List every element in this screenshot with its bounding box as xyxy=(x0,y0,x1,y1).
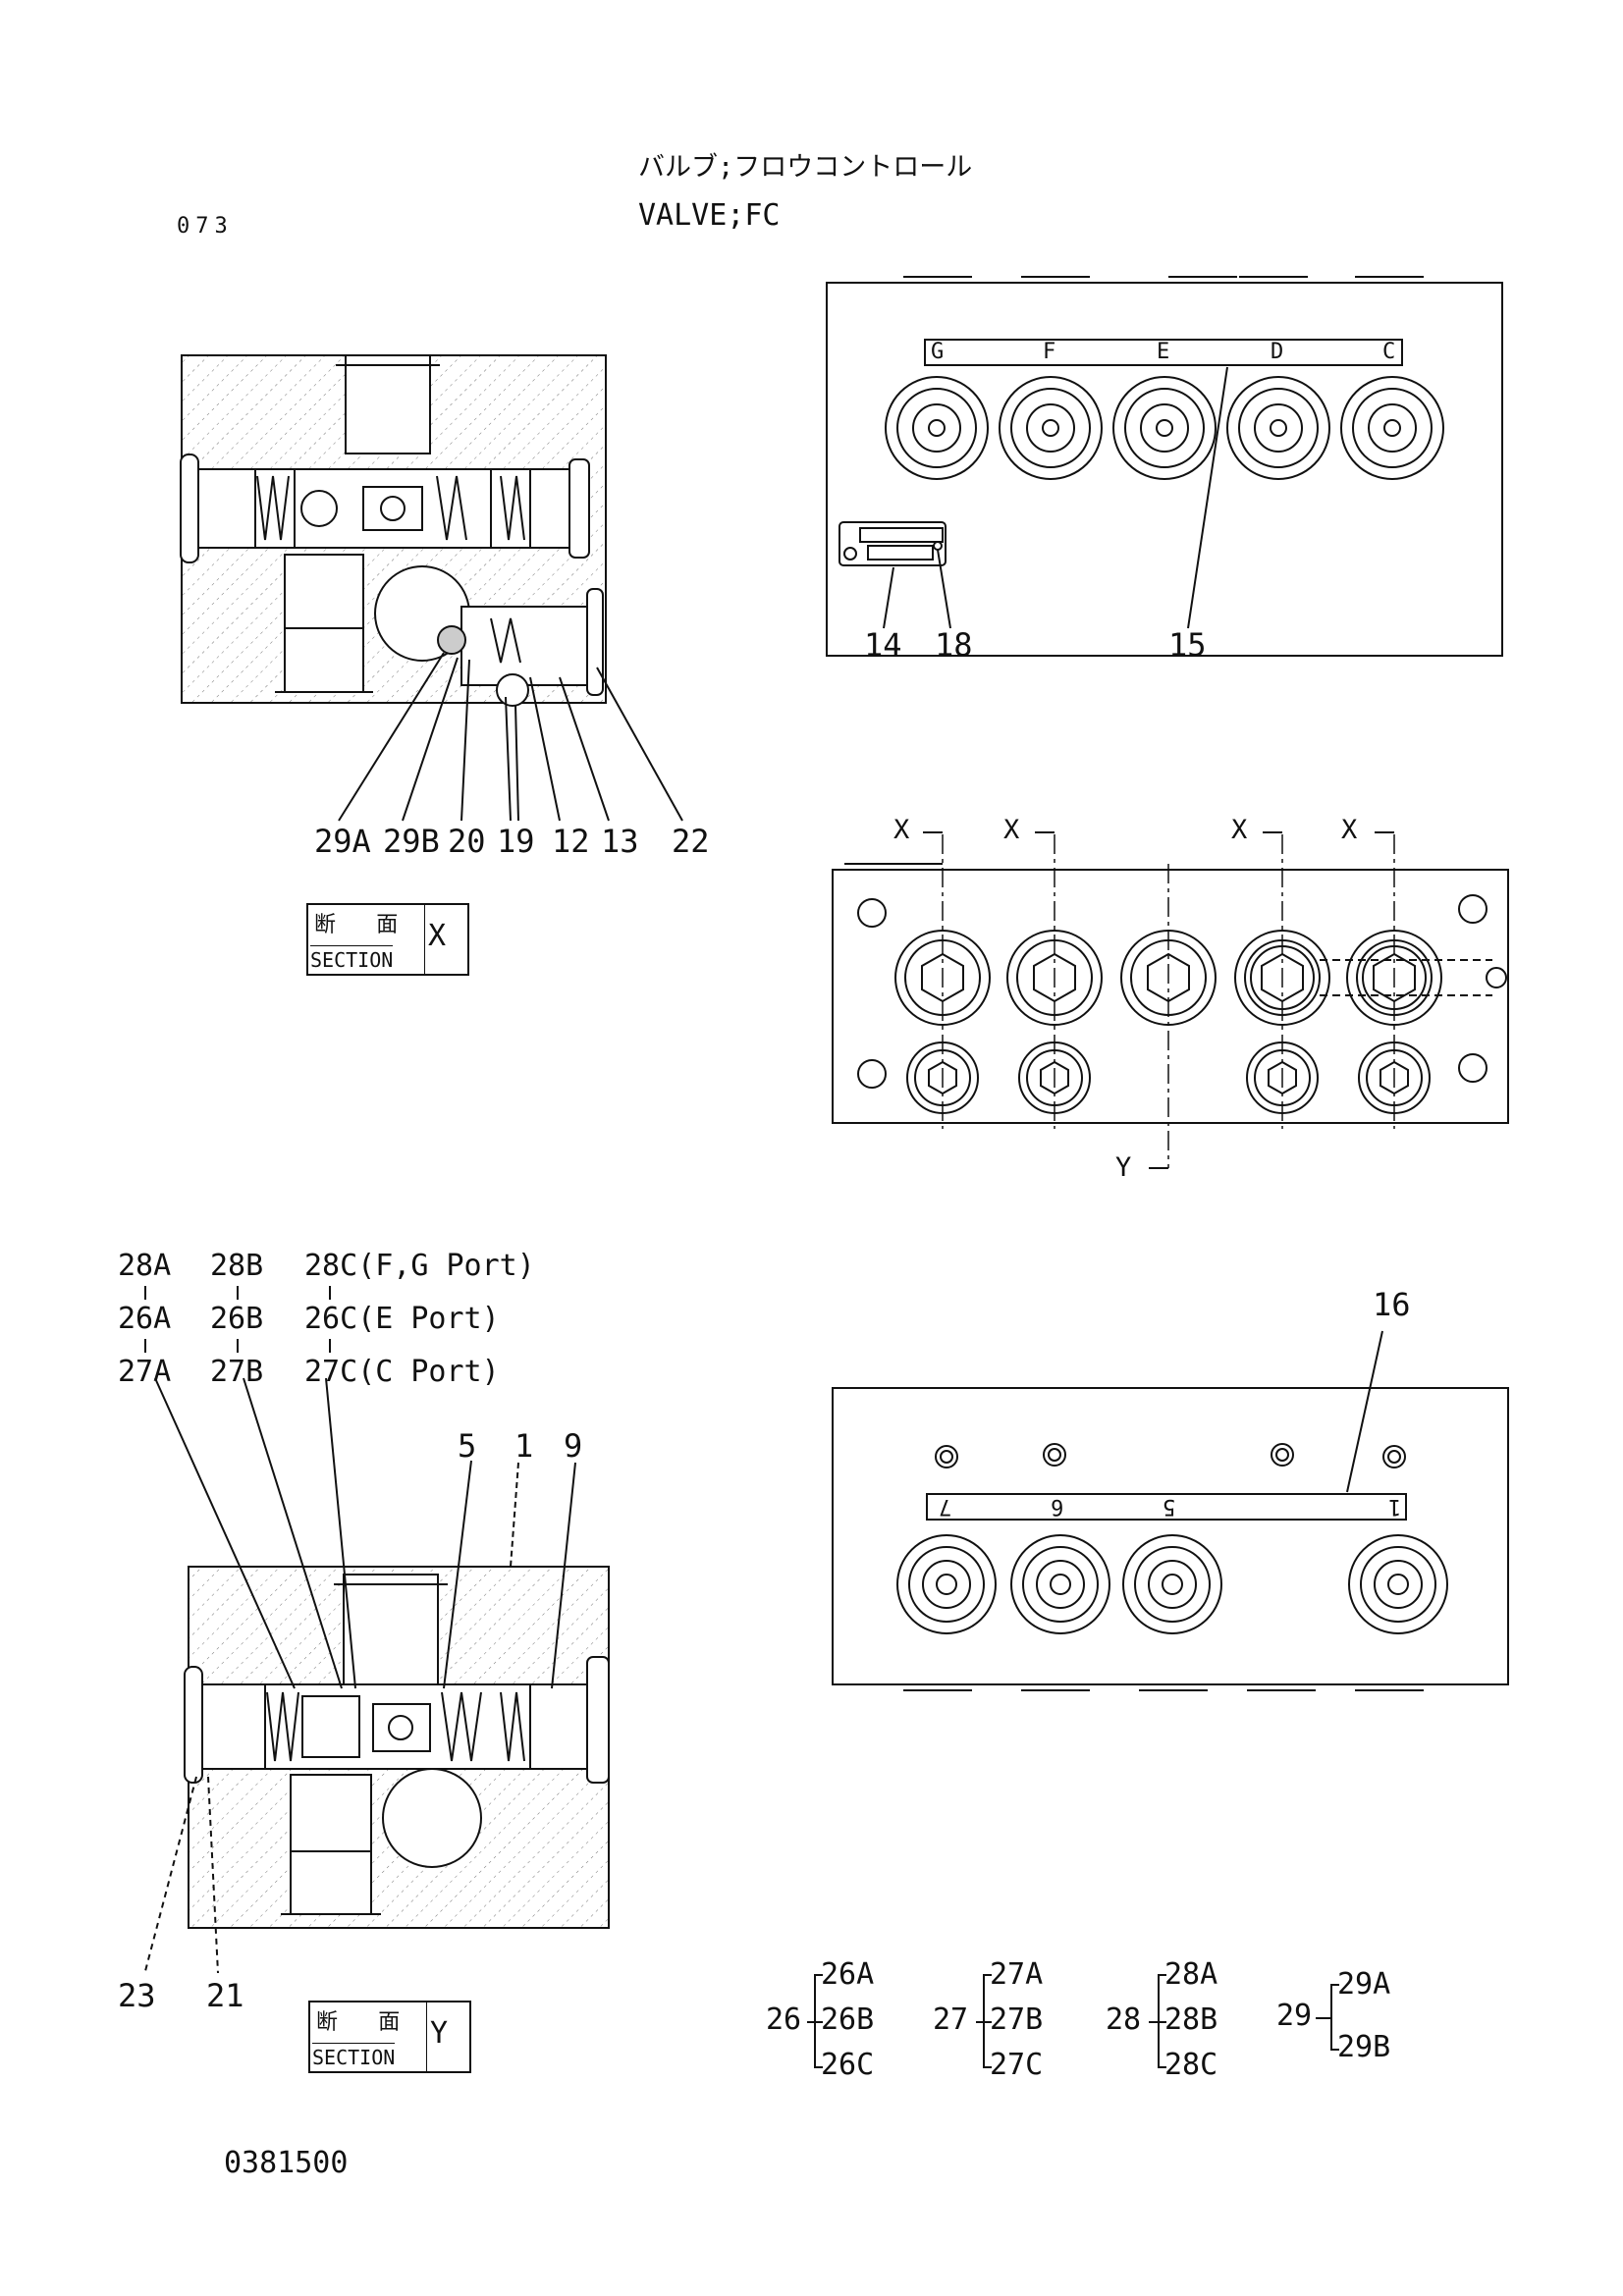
bottom-port-5 xyxy=(1122,1534,1222,1634)
callout-20: 20 xyxy=(448,823,486,860)
callout-13: 13 xyxy=(601,823,639,860)
section-x-divider xyxy=(424,905,425,974)
section-y-letter: Y xyxy=(429,2016,448,2051)
label-26b: 26B xyxy=(210,1302,264,1336)
legend-26b: 26B xyxy=(821,2002,875,2037)
top-port-g xyxy=(885,376,989,480)
bottom-port-6 xyxy=(1010,1534,1110,1634)
bottom-view-plate xyxy=(832,1330,1509,1691)
callout-12: 12 xyxy=(552,823,590,860)
legend-26c: 26C xyxy=(821,2048,875,2082)
top-port-e xyxy=(1112,376,1217,480)
port-label-f: F xyxy=(1043,340,1056,364)
callout-29a: 29A xyxy=(314,823,371,860)
top-view-plate xyxy=(826,276,1503,657)
legend-parent-26: 26 xyxy=(766,2002,802,2037)
legend-28c: 28C xyxy=(1164,2048,1218,2082)
label-27b: 27B xyxy=(210,1355,264,1389)
callout-19: 19 xyxy=(497,823,535,860)
section-mark-x-4: X xyxy=(1341,815,1358,845)
title-english: VALVE;FC xyxy=(638,198,781,233)
callout-18: 18 xyxy=(935,626,973,664)
legend-29a: 29A xyxy=(1337,1967,1391,2002)
section-x-kanji: 断 面 xyxy=(314,913,412,937)
drawing-number: 0381500 xyxy=(224,2146,349,2180)
section-y-divider xyxy=(426,2002,427,2071)
section-x-label: 断 面 SECTION X xyxy=(306,903,469,976)
legend-28a: 28A xyxy=(1164,1957,1218,1992)
callout-21: 21 xyxy=(206,1977,244,2014)
label-28a: 28A xyxy=(118,1249,172,1283)
callout-9: 9 xyxy=(564,1427,583,1465)
legend-29b: 29B xyxy=(1337,2030,1391,2064)
top-port-d xyxy=(1226,376,1330,480)
page-code: 073 xyxy=(177,214,234,239)
section-y-drawing xyxy=(144,1286,610,1974)
port-label-strip xyxy=(924,339,1403,366)
label-26c: 26C(E Port) xyxy=(304,1302,500,1336)
port-label-g: G xyxy=(931,340,945,364)
legend-27a: 27A xyxy=(990,1957,1044,1992)
number-label-1: 1 xyxy=(1388,1494,1402,1519)
section-y-word: SECTION xyxy=(312,2043,396,2069)
number-label-6: 6 xyxy=(1051,1494,1064,1519)
section-mark-x-1: X xyxy=(893,815,910,845)
number-label-5: 5 xyxy=(1163,1494,1176,1519)
top-port-f xyxy=(999,376,1103,480)
callout-22: 22 xyxy=(672,823,710,860)
section-mark-y: Y xyxy=(1115,1152,1132,1183)
legend-parent-29: 29 xyxy=(1276,1999,1313,2033)
section-mark-x-3: X xyxy=(1231,815,1248,845)
label-27c: 27C(C Port) xyxy=(304,1355,500,1389)
legend-27c: 27C xyxy=(990,2048,1044,2082)
middle-view-plate xyxy=(832,831,1509,1169)
label-26a: 26A xyxy=(118,1302,172,1336)
section-y-kanji: 断 面 xyxy=(316,2010,414,2035)
nameplate xyxy=(839,521,947,566)
legend-26a: 26A xyxy=(821,1957,875,1992)
legend-27b: 27B xyxy=(990,2002,1044,2037)
legend-parent-28: 28 xyxy=(1106,2002,1142,2037)
number-label-7: 7 xyxy=(939,1494,952,1519)
number-label-strip xyxy=(926,1493,1407,1521)
top-port-c xyxy=(1340,376,1444,480)
section-x-letter: X xyxy=(427,919,446,953)
callout-23: 23 xyxy=(118,1977,156,2014)
callout-15: 15 xyxy=(1168,626,1207,664)
label-27a: 27A xyxy=(118,1355,172,1389)
label-28c: 28C(F,G Port) xyxy=(304,1249,535,1283)
port-label-e: E xyxy=(1157,340,1170,364)
section-x-drawing xyxy=(180,354,683,822)
section-mark-x-2: X xyxy=(1003,815,1020,845)
bottom-port-1 xyxy=(1348,1534,1448,1634)
legend-parent-27: 27 xyxy=(933,2002,969,2037)
section-x-word: SECTION xyxy=(310,945,394,972)
callout-1: 1 xyxy=(514,1427,534,1465)
bottom-port-7 xyxy=(896,1534,997,1634)
callout-5: 5 xyxy=(458,1427,477,1465)
legend-28b: 28B xyxy=(1164,2002,1218,2037)
callout-16: 16 xyxy=(1373,1286,1411,1323)
label-28b: 28B xyxy=(210,1249,264,1283)
section-y-label: 断 面 SECTION Y xyxy=(308,2001,471,2073)
callout-14: 14 xyxy=(864,626,902,664)
title-japanese: バルブ;フロウコントロール xyxy=(638,152,973,183)
callout-29b: 29B xyxy=(383,823,440,860)
port-label-c: C xyxy=(1382,340,1396,364)
legend-brackets xyxy=(807,1974,1339,2068)
port-label-d: D xyxy=(1271,340,1284,364)
